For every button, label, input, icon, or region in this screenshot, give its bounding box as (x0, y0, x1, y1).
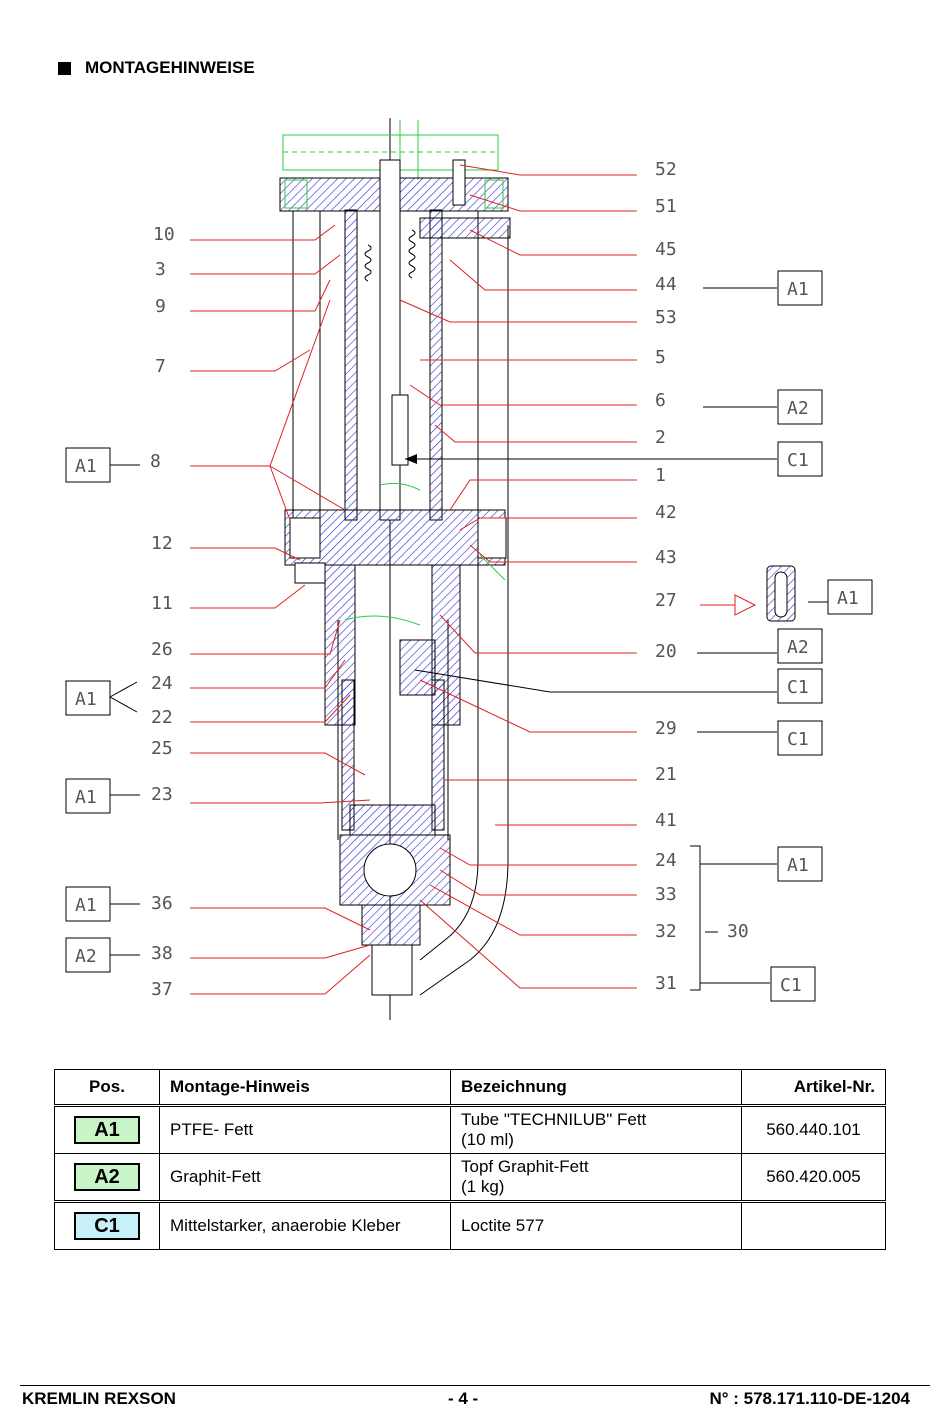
callout-a1: A1 (75, 456, 97, 477)
callout-a2: A2 (787, 398, 809, 419)
callout-a2: A2 (75, 946, 97, 967)
label-pos-21: 21 (655, 764, 677, 785)
label-pos-6: 6 (655, 390, 666, 411)
callout-a1: A1 (75, 895, 97, 916)
label-pos-42: 42 (655, 502, 677, 523)
code-badge-a2: A2 (74, 1163, 140, 1191)
label-pos-37: 37 (151, 979, 173, 1000)
pump-assembly-drawing: 10 3 9 7 8 12 11 26 24 22 25 23 36 38 37… (65, 118, 873, 1020)
callout-c1: C1 (787, 677, 809, 698)
label-pos-53: 53 (655, 307, 677, 328)
label-pos-32: 32 (655, 921, 677, 942)
label-pos-10: 10 (153, 224, 175, 245)
hint-cell: Graphit-Fett (159, 1153, 451, 1202)
callout-c1: C1 (787, 729, 809, 750)
description-cell: Tube "TECHNILUB" Fett(10 ml) (450, 1104, 742, 1154)
label-pos-27: 27 (655, 590, 677, 611)
label-pos-24: 24 (151, 673, 173, 694)
label-pos-52: 52 (655, 159, 677, 180)
label-pos-12: 12 (151, 533, 173, 554)
article-number-cell: 560.440.101 (741, 1104, 886, 1154)
label-pos-44: 44 (655, 274, 677, 295)
code-badge-c1: C1 (74, 1212, 140, 1240)
label-pos-29: 29 (655, 718, 677, 739)
table-header-row: Pos. Montage-Hinweis Bezeichnung Artikel… (54, 1069, 886, 1106)
footer-company: KREMLIN REXSON (22, 1389, 176, 1408)
label-pos-7: 7 (155, 356, 166, 377)
label-pos-31: 31 (655, 973, 677, 994)
callout-a1: A1 (75, 787, 97, 808)
table-row: A2 Graphit-Fett Topf Graphit-Fett(1 kg) … (54, 1153, 886, 1202)
column-header-article: Artikel-Nr. (741, 1069, 886, 1106)
callout-a2: A2 (787, 637, 809, 658)
label-pos-26: 26 (151, 639, 173, 660)
callout-c1: C1 (780, 975, 802, 996)
description-cell: Loctite 577 (450, 1200, 742, 1250)
label-pos-25: 25 (151, 738, 173, 759)
label-pos-9: 9 (155, 296, 166, 317)
label-pos-36: 36 (151, 893, 173, 914)
table-row: A1 PTFE- Fett Tube "TECHNILUB" Fett(10 m… (54, 1104, 886, 1154)
callout-a1: A1 (787, 855, 809, 876)
article-number-cell (741, 1200, 886, 1250)
footer-divider (20, 1385, 930, 1386)
label-pos-8: 8 (150, 451, 161, 472)
code-badge-a1: A1 (74, 1116, 140, 1144)
footer-page-number: - 4 - (448, 1389, 479, 1408)
hint-cell: PTFE- Fett (159, 1104, 451, 1154)
column-header-hint: Montage-Hinweis (159, 1069, 451, 1106)
callout-c1: C1 (787, 450, 809, 471)
label-pos-2: 2 (655, 427, 666, 448)
description-cell: Topf Graphit-Fett(1 kg) (450, 1153, 742, 1202)
column-header-pos: Pos. (54, 1069, 160, 1106)
article-number-cell: 560.420.005 (741, 1153, 886, 1202)
label-pos-43: 43 (655, 547, 677, 568)
label-pos-22: 22 (151, 707, 173, 728)
square-bullet-icon (58, 61, 71, 75)
label-pos-5: 5 (655, 347, 666, 368)
label-pos-20: 20 (655, 641, 677, 662)
label-pos-11: 11 (151, 593, 173, 614)
label-pos-3: 3 (155, 259, 166, 280)
column-header-description: Bezeichnung (450, 1069, 742, 1106)
label-pos-24-right: 24 (655, 850, 677, 871)
label-pos-33: 33 (655, 884, 677, 905)
label-pos-23: 23 (151, 784, 173, 805)
assembly-notes-table: Pos. Montage-Hinweis Bezeichnung Artikel… (54, 1069, 886, 1250)
section-heading: MONTAGEHINWEISE (58, 58, 255, 78)
label-pos-51: 51 (655, 196, 677, 217)
section-title: MONTAGEHINWEISE (85, 58, 255, 77)
label-pos-41: 41 (655, 810, 677, 831)
hint-cell: Mittelstarker, anaerobie Kleber (159, 1200, 451, 1250)
callout-a1: A1 (75, 689, 97, 710)
callout-a1: A1 (787, 279, 809, 300)
footer-document-number: N° : 578.171.110-DE-1204 (709, 1389, 910, 1408)
callout-a1: A1 (837, 588, 859, 609)
label-pos-45: 45 (655, 239, 677, 260)
label-group-30: 30 (727, 921, 749, 942)
label-pos-1: 1 (655, 465, 666, 486)
label-pos-38: 38 (151, 943, 173, 964)
table-row: C1 Mittelstarker, anaerobie Kleber Locti… (54, 1200, 886, 1250)
